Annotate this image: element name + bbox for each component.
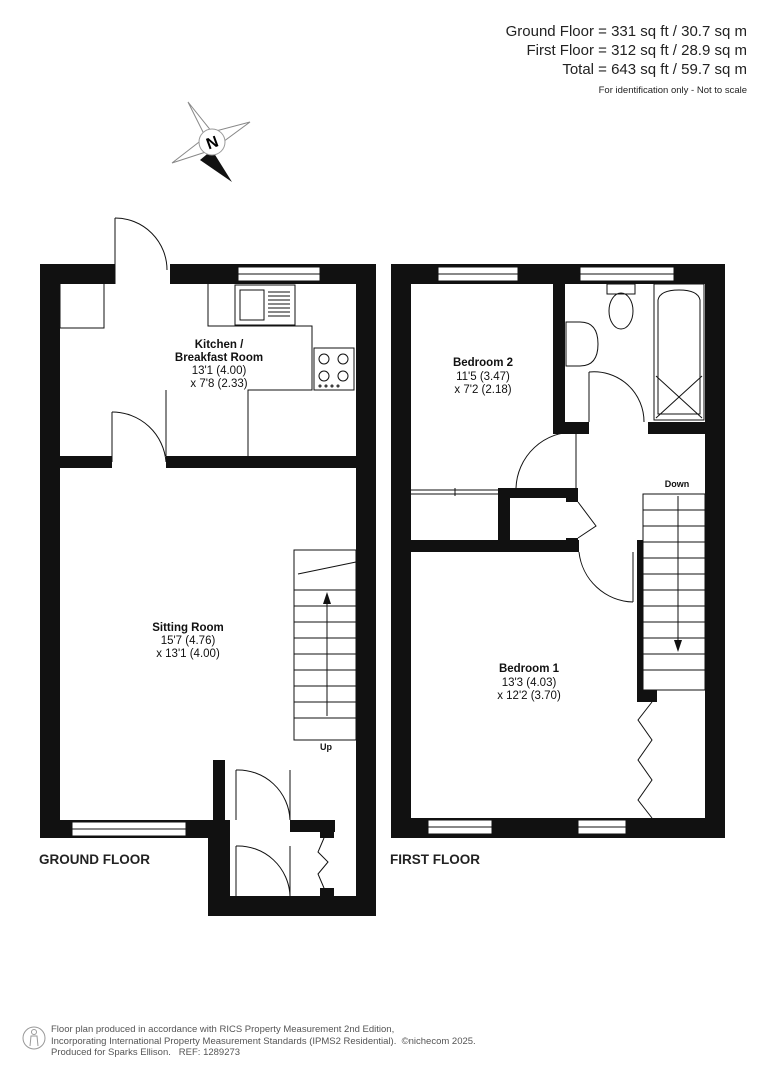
wall bbox=[208, 896, 376, 916]
basin-icon bbox=[565, 321, 599, 367]
wall bbox=[637, 540, 643, 700]
wall bbox=[213, 760, 225, 822]
wall bbox=[356, 264, 376, 916]
stairs-up-label: Up bbox=[320, 742, 332, 752]
footer-notes: Floor plan produced in accordance with R… bbox=[51, 1024, 476, 1059]
wall bbox=[320, 888, 334, 900]
up-arrow-icon bbox=[323, 592, 331, 604]
bedroom1-dim-2: x 12'2 (3.70) bbox=[497, 690, 561, 702]
wall bbox=[40, 264, 60, 838]
bedroom1-label: Bedroom 1 bbox=[499, 663, 560, 675]
wall bbox=[705, 264, 725, 838]
wall bbox=[60, 456, 112, 468]
total-area: Total = 643 sq ft / 59.7 sq m bbox=[562, 61, 747, 78]
footer-line-3: Produced for Sparks Ellison. REF: 128927… bbox=[51, 1047, 476, 1059]
bath-icon bbox=[653, 283, 705, 421]
sitting-room-dim-2: x 13'1 (4.00) bbox=[156, 648, 220, 660]
kitchen-label-2: Breakfast Room bbox=[175, 352, 263, 364]
wall bbox=[566, 488, 578, 502]
sitting-room-label: Sitting Room bbox=[152, 622, 224, 634]
down-arrow-icon bbox=[674, 640, 682, 652]
produced-for: Produced for Sparks Ellison. bbox=[51, 1047, 171, 1058]
footer-line-1: Floor plan produced in accordance with R… bbox=[51, 1024, 395, 1035]
north-compass-icon: N bbox=[171, 101, 251, 182]
scale-disclaimer: For identification only - Not to scale bbox=[598, 85, 747, 96]
wall bbox=[553, 284, 565, 434]
sitting-room-dim-1: 15'7 (4.76) bbox=[161, 635, 216, 647]
kitchen-dim-2: x 7'8 (2.33) bbox=[190, 378, 247, 390]
first-floor-plan bbox=[391, 264, 725, 838]
ground-floor-title: GROUND FLOOR bbox=[39, 852, 150, 867]
wall bbox=[566, 538, 578, 552]
wall bbox=[391, 264, 411, 838]
bedroom2-dim-2: x 7'2 (2.18) bbox=[454, 384, 511, 396]
wall bbox=[166, 456, 356, 468]
person-logo-icon bbox=[22, 1026, 46, 1050]
footer-line-2-text: Incorporating International Property Mea… bbox=[51, 1035, 397, 1047]
footer-line-2: Incorporating International Property Mea… bbox=[51, 1036, 476, 1048]
ground-floor-area: Ground Floor = 331 sq ft / 30.7 sq m bbox=[505, 23, 747, 40]
wall bbox=[553, 422, 589, 434]
wall bbox=[40, 264, 115, 284]
bedroom1-dim-1: 13'3 (4.03) bbox=[502, 677, 557, 689]
kitchen-dim-1: 13'1 (4.00) bbox=[192, 365, 247, 377]
wall bbox=[498, 488, 510, 540]
compass-letter: N bbox=[204, 133, 221, 153]
first-floor-title: FIRST FLOOR bbox=[390, 852, 480, 867]
wall bbox=[208, 820, 230, 916]
copyright: ©nichecom 2025. bbox=[401, 1035, 476, 1047]
stairs-down-label: Down bbox=[665, 479, 690, 489]
bedroom2-dim-1: 11'5 (3.47) bbox=[456, 371, 510, 383]
toilet-icon bbox=[608, 292, 634, 330]
first-floor-area: First Floor = 312 sq ft / 28.9 sq m bbox=[526, 42, 747, 59]
bedroom2-label: Bedroom 2 bbox=[453, 357, 513, 369]
wall bbox=[648, 422, 705, 434]
wall bbox=[411, 540, 579, 552]
reference: REF: 1289273 bbox=[178, 1047, 241, 1058]
wall bbox=[498, 488, 568, 498]
wall bbox=[320, 820, 334, 838]
kitchen-label-1: Kitchen / bbox=[195, 339, 244, 351]
